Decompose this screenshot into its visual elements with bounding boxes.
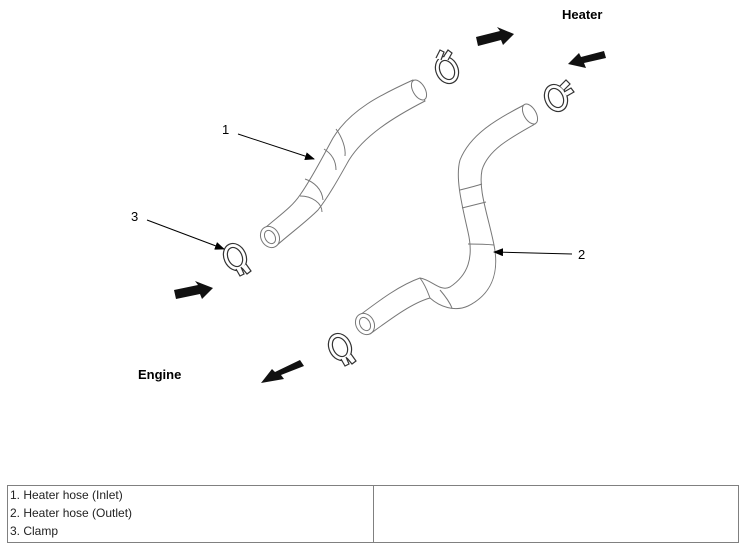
legend-table: 1. Heater hose (Inlet) 2. Heater hose (O…	[7, 485, 739, 543]
engine-label: Engine	[138, 367, 181, 382]
heater-label: Heater	[562, 7, 602, 22]
heater-hose-inlet	[259, 79, 428, 249]
flow-arrow-to-heater	[476, 27, 514, 46]
callout-3-leader	[146, 219, 225, 250]
heater-hose-outlet	[354, 103, 539, 336]
callout-1: 1	[222, 122, 229, 137]
clamp-heater-outlet	[543, 79, 575, 113]
clamp-engine-inlet	[222, 242, 252, 277]
legend-empty-cell	[373, 485, 739, 543]
legend-item: 1. Heater hose (Inlet)	[10, 488, 123, 502]
flow-arrow-from-heater	[568, 51, 606, 68]
callout-2: 2	[578, 247, 585, 262]
flow-arrow-to-engine	[261, 360, 304, 383]
legend-item: 2. Heater hose (Outlet)	[10, 506, 133, 520]
clamp-heater-inlet	[434, 49, 460, 85]
heater-hose-diagram: Heater Engine	[131, 7, 606, 383]
callout-1-leader	[237, 133, 315, 160]
callout-3: 3	[131, 209, 138, 224]
clamp-engine-outlet	[327, 332, 357, 367]
legend-cell: 1. Heater hose (Inlet) 2. Heater hose (O…	[7, 485, 374, 543]
flow-arrow-from-engine	[174, 281, 213, 299]
callout-2-leader	[493, 248, 573, 257]
legend-item: 3. Clamp	[10, 524, 59, 538]
